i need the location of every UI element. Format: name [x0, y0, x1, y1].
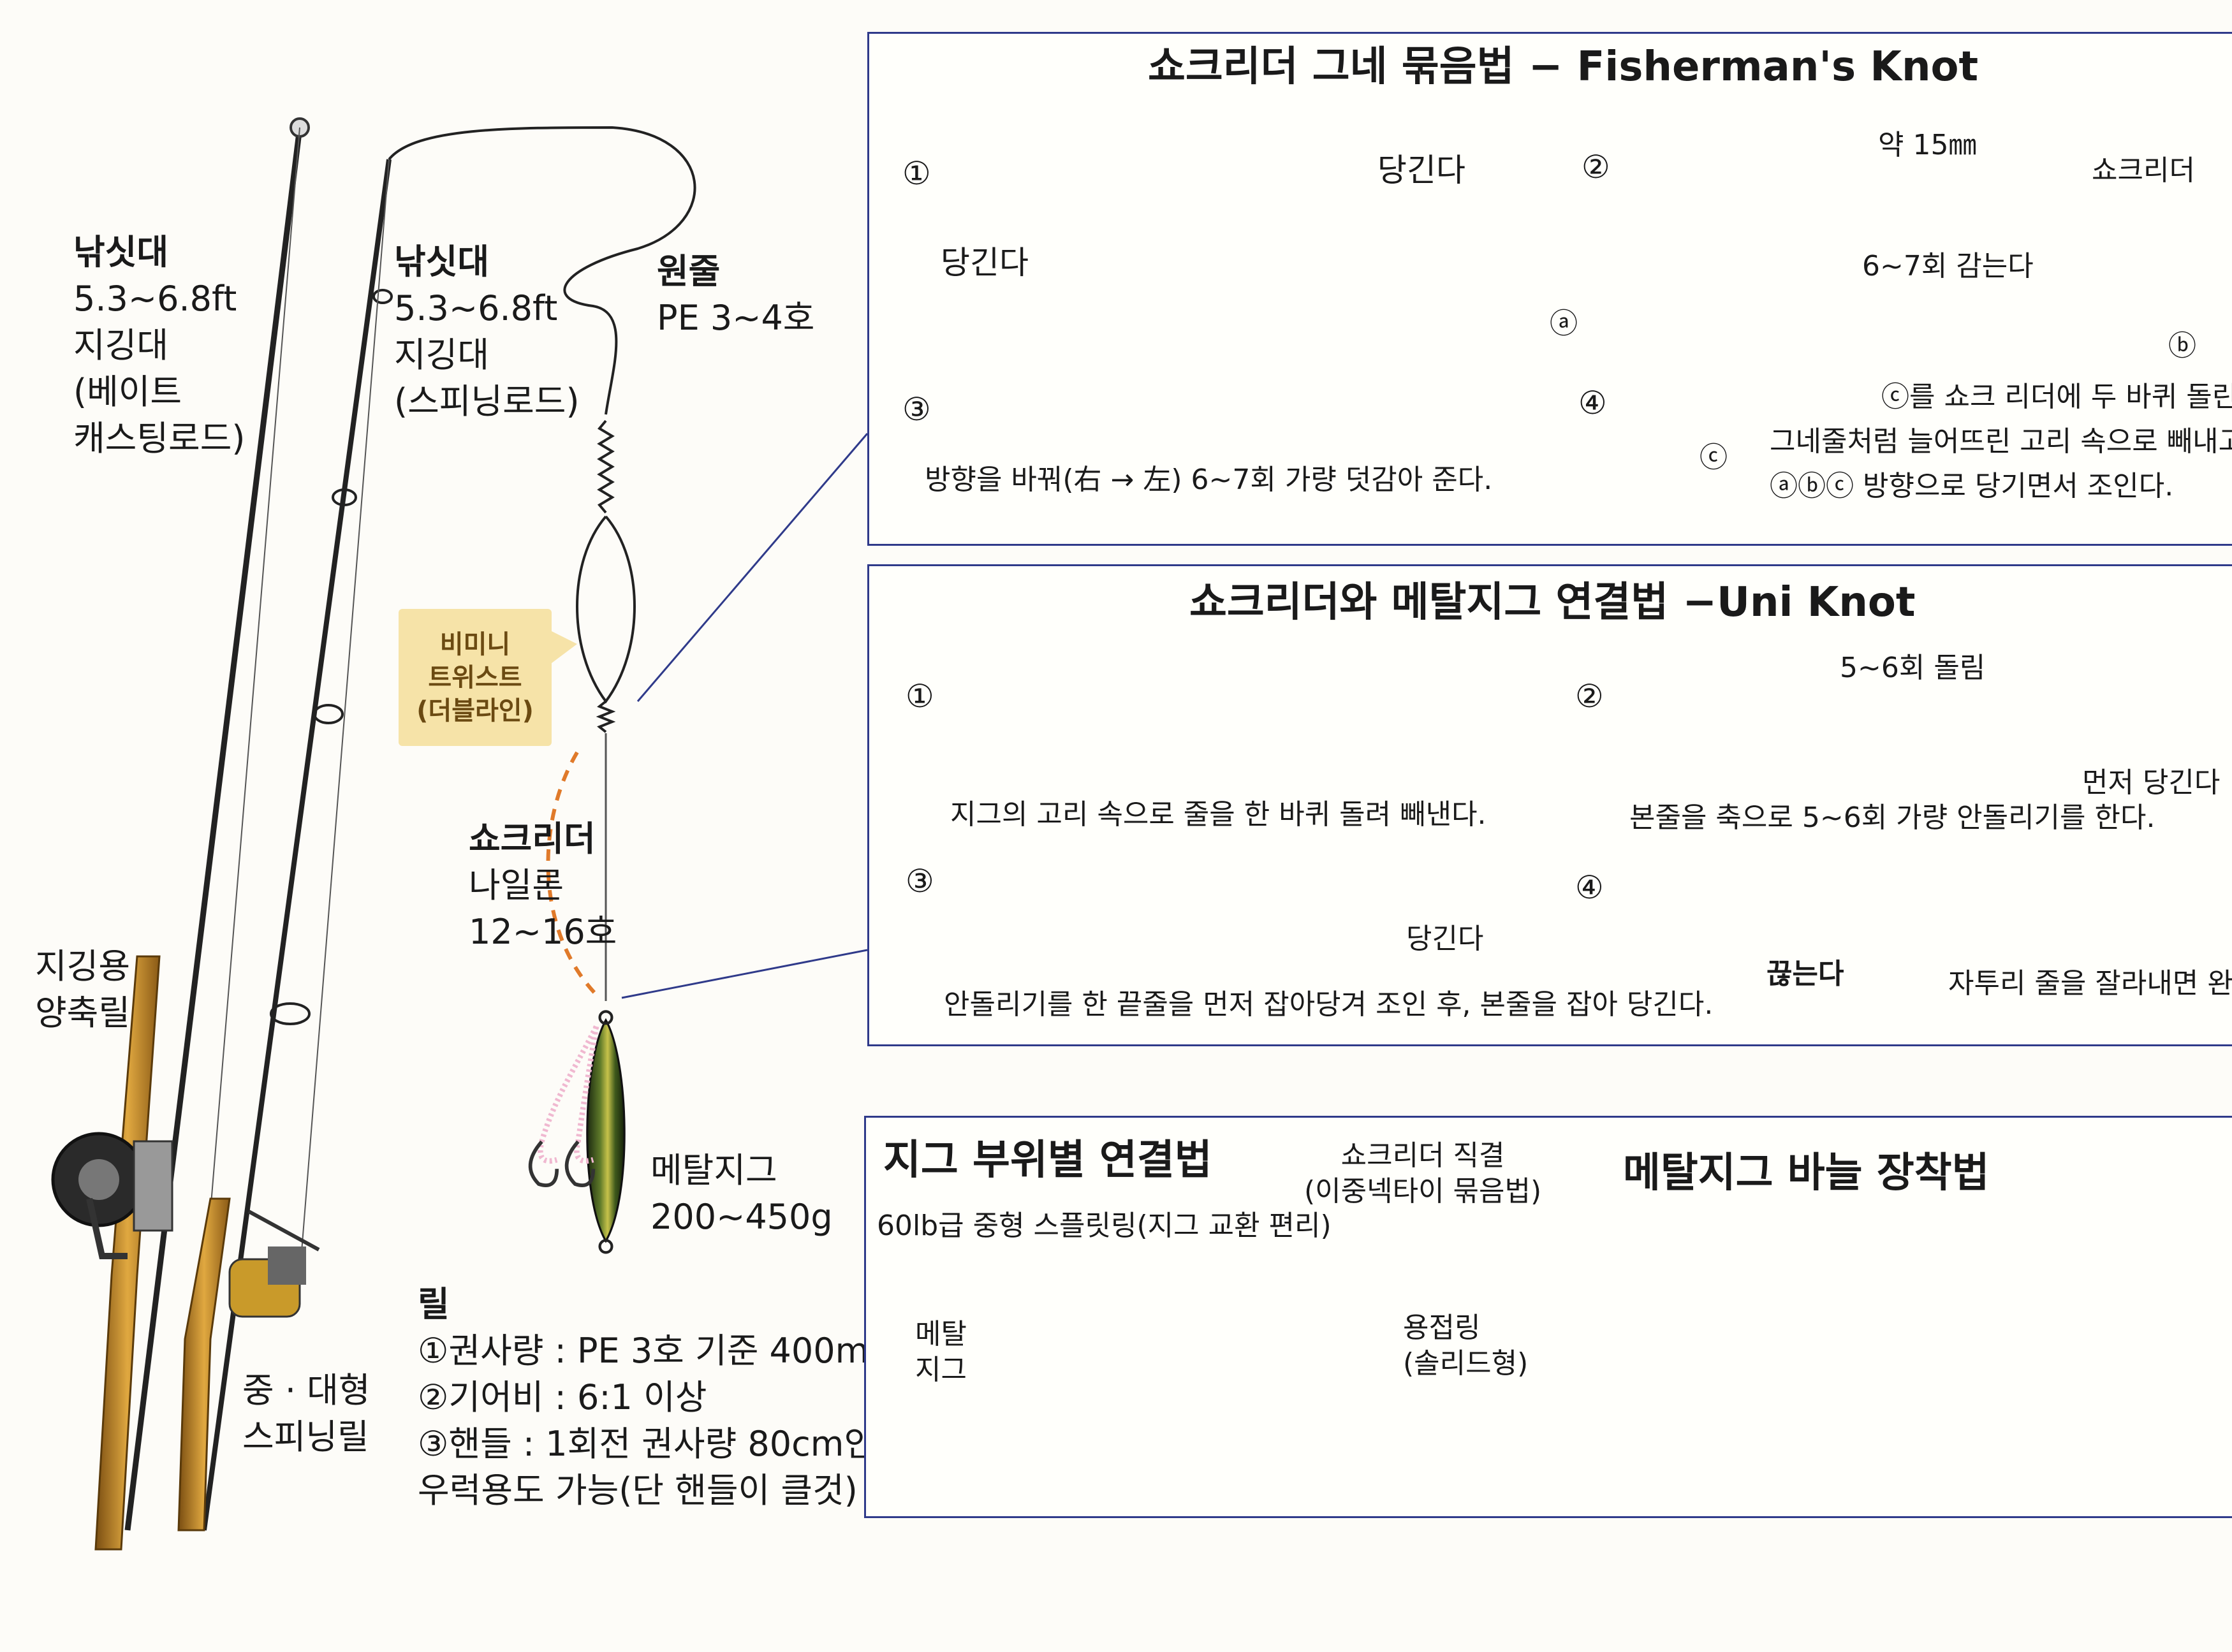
- solid-ring-label: 용접링 (솔리드형): [1403, 1310, 1528, 1382]
- cut-label: 끊는다: [1766, 958, 1844, 990]
- right-rod-label: 낚싯대 5.3~6.8ft 지깅대 (스피닝로드): [394, 239, 580, 425]
- label-line: 5.3~6.8ft: [73, 278, 237, 319]
- fisherman-knot-panel: [867, 32, 2232, 546]
- label-line: 원줄: [657, 251, 721, 291]
- uni-knot-title: 쇼크리더와 메탈지그 연결법 −Uni Knot: [1189, 579, 1916, 626]
- hook-setup-title: 메탈지그 바늘 장착법: [1623, 1150, 1990, 1197]
- main-line: [388, 126, 696, 415]
- pull-label: 당긴다: [1377, 152, 1465, 189]
- turns-label: 5~6회 돌림: [1840, 652, 1986, 684]
- step-caption: 본줄을 축으로 5~6회 가량 안돌리기를 한다.: [1629, 801, 2155, 834]
- wind-label: 6~7회 감는다: [1862, 250, 2034, 282]
- main-line-label: 원줄 PE 3~4호: [657, 249, 815, 342]
- label-line: 지깅대: [394, 334, 490, 375]
- uni-knot-panel: [867, 564, 2232, 1046]
- shock-leader-label: 쇼크리더 나일론 12~16호: [469, 816, 617, 956]
- label-line: 12~16호: [469, 911, 617, 952]
- label-line: (이중넥타이 묶음법): [1304, 1175, 1542, 1208]
- orange-bracket: [546, 751, 598, 997]
- metal-jig-label: 메탈지그 200~450g: [650, 1148, 833, 1241]
- step-number: ③: [902, 391, 931, 428]
- step-number: ②: [1582, 149, 1610, 186]
- label-line: (더블라인): [416, 696, 534, 726]
- step-number: ①: [906, 678, 934, 715]
- bimini-twist-bubble: 비미니 트위스트 (더블라인): [399, 609, 552, 746]
- metal-jig-part-label: 메탈 지그: [915, 1317, 967, 1389]
- label-line: PE 3~4호: [657, 297, 815, 338]
- label-line: 지그: [915, 1354, 967, 1387]
- right-reel-label: 중 · 대형 스피닝릴: [242, 1368, 371, 1461]
- step-caption: 지그의 고리 속으로 줄을 한 바퀴 돌려 빼낸다.: [950, 798, 1487, 831]
- label-line: 지깅용: [35, 946, 131, 986]
- left-metal-jig: [531, 1011, 625, 1252]
- step-number: ②: [1575, 678, 1604, 715]
- step-caption: ⓒ를 쇼크 리더에 두 바퀴 돌린 후: [1881, 381, 2232, 413]
- label-line: (솔리드형): [1403, 1347, 1529, 1380]
- label-line: 200~450g: [650, 1196, 833, 1237]
- label-line: ①권사량 : PE 3호 기준 400m: [418, 1330, 869, 1371]
- label-line: 양축릴: [35, 992, 131, 1033]
- reel-specs: 릴 ①권사량 : PE 3호 기준 400m ②기어비 : 6:1 이상 ③핸들…: [418, 1282, 876, 1514]
- pull-label: 당긴다: [941, 244, 1029, 281]
- reel-specs-title: 릴: [418, 1284, 450, 1324]
- fisherman-knot-title: 쇼크리더 그네 묶음법 − Fisherman's Knot: [1148, 43, 1979, 91]
- left-rod: [51, 117, 310, 1551]
- label-line: ②기어비 : 6:1 이상: [418, 1377, 707, 1417]
- split-ring-label: 60lb급 중형 스플릿링(지그 교환 편리): [877, 1210, 1332, 1242]
- left-rod-label: 낚싯대 5.3~6.8ft 지깅대 (베이트 캐스팅로드): [73, 230, 245, 462]
- jig-parts-panel: [864, 1116, 2232, 1518]
- step-caption: 안돌리기를 한 끝줄을 먼저 잡아당겨 조인 후, 본줄을 잡아 당긴다.: [944, 988, 1714, 1021]
- length-label: 약 15㎜: [1878, 129, 1977, 161]
- label-line: 용접링: [1403, 1312, 1481, 1344]
- point-c-label: ⓒ: [1700, 441, 1728, 474]
- bimini-twist: [576, 420, 636, 733]
- label-line: (스피닝로드): [394, 381, 580, 421]
- step-number: ①: [902, 155, 931, 192]
- label-line: 나일론: [469, 865, 564, 905]
- step-number: ④: [1575, 869, 1604, 906]
- label-line: 캐스팅로드): [73, 418, 246, 458]
- label-line: (베이트: [73, 371, 182, 412]
- label-line: 트위스트: [428, 662, 522, 692]
- label-line: 쇼크리더 직결: [1340, 1139, 1505, 1172]
- label-line: 낚싯대: [394, 242, 490, 282]
- leader-label: 쇼크리더: [2092, 154, 2195, 187]
- point-b-label: ⓑ: [2168, 330, 2196, 362]
- label-line: 메탈지그: [650, 1150, 777, 1190]
- step-number: ③: [906, 863, 934, 900]
- label-line: 스피닝릴: [242, 1416, 369, 1457]
- leader-direct-label: 쇼크리더 직결 (이중넥타이 묶음법): [1304, 1138, 1541, 1210]
- label-line: 낚싯대: [73, 232, 169, 272]
- label-line: 메탈: [915, 1318, 967, 1350]
- step-caption: ⓐⓑⓒ 방향으로 당기면서 조인다.: [1770, 470, 2174, 502]
- label-line: 지깅대: [73, 325, 169, 365]
- step-caption: 방향을 바꿔(右 → 左) 6~7회 가량 덧감아 준다.: [925, 464, 1493, 496]
- step-caption: 그네줄처럼 늘어뜨린 고리 속으로 빼내고서,: [1770, 425, 2232, 458]
- pull-label: 당긴다: [1406, 923, 1484, 955]
- label-line: 5.3~6.8ft: [394, 288, 558, 328]
- label-line: 우럭용도 가능(단 핸들이 클것): [418, 1470, 858, 1510]
- right-rod: [177, 159, 393, 1531]
- left-reel-label: 지깅용 양축릴: [35, 944, 130, 1037]
- point-a-label: ⓐ: [1550, 307, 1578, 340]
- label-line: ③핸들 : 1회전 권사량 80cm인: [418, 1423, 876, 1464]
- step-number: ④: [1578, 384, 1607, 421]
- label-line: 비미니: [439, 629, 511, 659]
- jig-parts-title: 지그 부위별 연결법: [883, 1137, 1212, 1184]
- label-line: 중 · 대형: [242, 1370, 371, 1410]
- pull-first-label: 먼저 당긴다: [2082, 766, 2221, 799]
- step-caption: 자투리 줄을 잘라내면 완성: [1948, 967, 2232, 1000]
- label-line: 쇼크리더: [469, 819, 596, 859]
